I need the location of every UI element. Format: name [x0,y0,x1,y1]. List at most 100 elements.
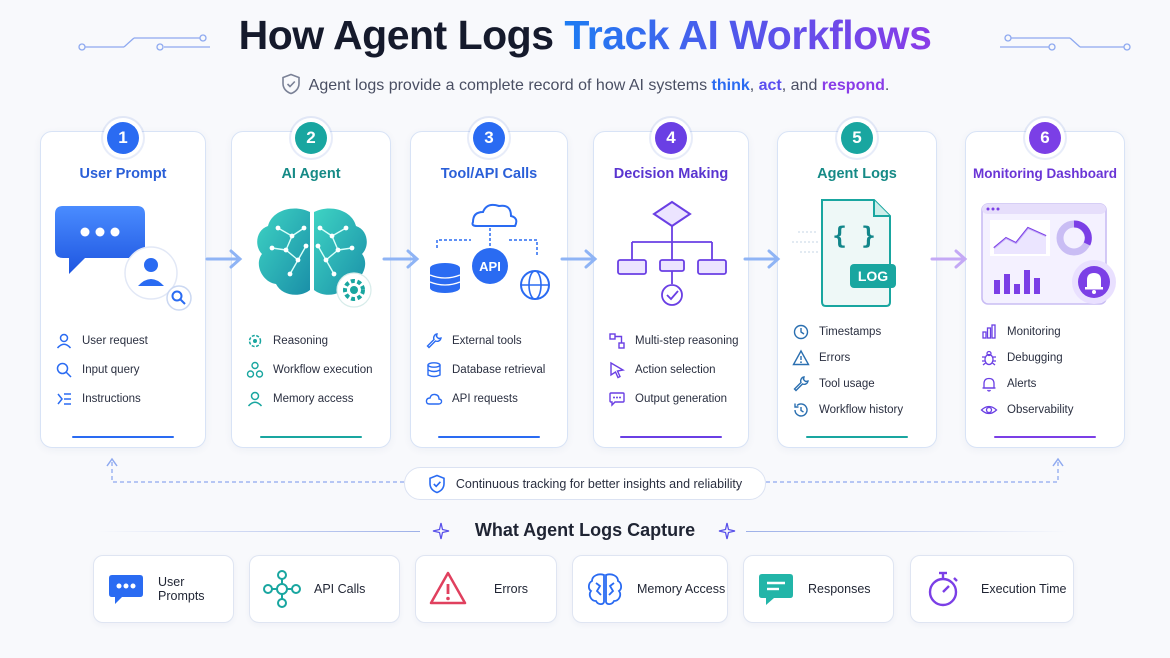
step-card-ai-agent: 2 AI Agent Reasoning Workflow execution … [231,122,391,448]
chat-bubble-icon [109,575,143,604]
list-item-label: Reasoning [273,334,328,347]
keyword-respond: respond [821,77,885,94]
capture-item-responses: Responses [743,555,894,623]
list-item: Tool usage [792,371,930,397]
capture-item-label: Errors [494,582,529,596]
step-card-tool-api-calls: 3 Tool/API Calls API External tools Data… [410,122,568,448]
user-icon [56,333,72,349]
step-card-monitoring-dashboard: 6 Monitoring Dashboard Monitoring Debugg… [965,122,1125,448]
list-item: External tools [425,326,561,355]
circuit-right-decoration [1000,34,1131,51]
bar-chart-icon [982,324,996,339]
list-item-label: Workflow execution [273,363,373,376]
step-title: User Prompt [79,166,167,182]
stopwatch-icon [928,571,958,607]
list-item: Workflow execution [246,355,384,384]
step-number-badge: 3 [473,122,505,154]
list-item-label: Database retrieval [452,363,546,376]
list-item-label: Multi-step reasoning [635,334,739,347]
wrench-icon [426,332,442,348]
clock-icon [793,324,809,340]
sparkle-right-icon [718,522,736,540]
list-item-label: Observability [1007,404,1074,416]
database-icon [427,361,441,377]
shield-check-icon [281,73,300,95]
brain-gear-illustration [257,208,372,308]
api-badge-label: API [479,259,501,274]
card-underline [72,436,174,438]
list-item: Output generation [608,384,742,413]
step-title: Monitoring Dashboard [973,166,1117,181]
subtitle-suffix: . [884,77,890,94]
capture-item-api-calls: API Calls [249,555,400,623]
list-item-label: Timestamps [819,326,882,338]
capture-section-title: What Agent Logs Capture [474,520,696,540]
list-item: Action selection [608,355,742,384]
list-item-label: Memory access [273,392,354,405]
tracking-note-pill: Continuous tracking for better insights … [404,467,766,500]
warning-icon [792,349,810,366]
step-title: Decision Making [613,166,729,182]
step-title: AI Agent [281,166,341,182]
list-item: Reasoning [246,326,384,355]
keyword-think: think [711,77,750,94]
capture-item-label: Memory Access [637,582,726,596]
capture-item-label: Execution Time [981,582,1067,596]
subtitle-separator-1: , [749,77,759,94]
list-item-label: Instructions [82,392,141,405]
capture-item-label: API Calls [314,582,366,596]
flow-arrow-2-3 [382,249,420,269]
cloud-icon [425,393,443,405]
list-item-label: Input query [82,363,140,376]
step-number-badge: 5 [841,122,873,154]
response-icon [759,574,793,605]
card-underline [806,436,908,438]
step-card-agent-logs: 5 Agent Logs { } LOG Timestamps Errors T… [777,122,937,448]
list-item-label: External tools [452,334,522,347]
capture-item-user-prompts: User Prompts [93,555,234,623]
sparkle-left-icon [432,522,450,540]
circuit-left-decoration [78,34,210,51]
list-item: Multi-step reasoning [608,326,742,355]
page-subtitle: Agent logs provide a complete record of … [0,73,1170,95]
capture-divider-left [98,531,420,533]
list-item: Memory access [246,384,384,413]
list-item: Observability [980,397,1118,423]
flow-arrow-4-5 [743,249,781,269]
title-part-1: How Agent Logs [238,12,565,58]
page-title: How Agent Logs Track AI Workflows [0,12,1170,59]
list-item: Debugging [980,345,1118,371]
list-item: Monitoring [980,319,1118,345]
list-item: Input query [55,355,199,384]
step-number-badge: 4 [655,122,687,154]
step-number-badge: 2 [295,122,327,154]
list-item: Errors [792,345,930,371]
memory-icon [247,391,263,407]
capture-item-execution-time: Execution Time [910,555,1074,623]
decision-tree-illustration [617,200,727,306]
eye-icon [980,405,998,415]
list-item-label: Tool usage [819,378,875,390]
capture-item-memory-access: Memory Access [572,555,728,623]
step-title: Agent Logs [817,166,897,182]
capture-item-label: Responses [808,582,871,596]
list-item-label: Workflow history [819,404,904,416]
dashboard-illustration [981,203,1116,305]
step-card-decision-making: 4 Decision Making Multi-step reasoning A… [593,122,749,448]
list-item: User request [55,326,199,355]
step-card-user-prompt: 1 User Prompt User request Input query I… [40,122,206,448]
workflow-icon [246,361,264,378]
step-number-badge: 1 [107,122,139,154]
card-underline [438,436,540,438]
list-item-label: Debugging [1007,352,1063,364]
bug-icon [982,350,996,366]
wrench-icon [793,376,809,392]
capture-item-errors: Errors [415,555,557,623]
list-item: Database retrieval [425,355,561,384]
tracking-note-text: Continuous tracking for better insights … [455,476,743,491]
list-item-label: User request [82,334,148,347]
api-network-icon [263,570,301,608]
shield-check-icon [429,474,445,493]
step-title: Tool/API Calls [440,166,538,182]
list-item-label: Action selection [635,363,716,376]
